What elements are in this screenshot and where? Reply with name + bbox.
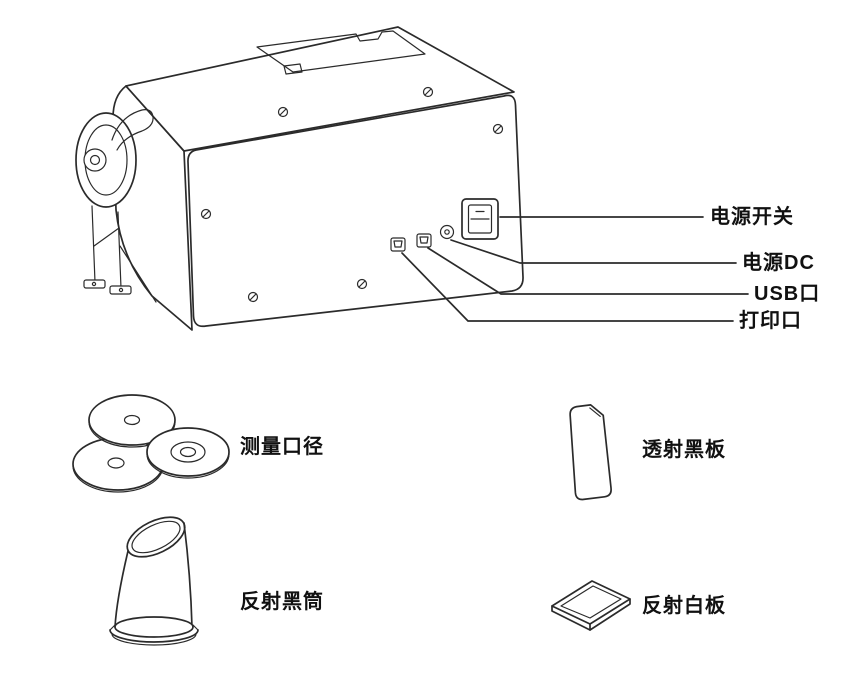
device-rear-face [187,94,524,328]
aperture-disc [146,427,230,479]
label-power-switch: 电源开关 [710,204,794,228]
label-reflection-white-board: 反射白板 [642,593,726,617]
power-switch [461,198,499,240]
label-transmission-black-board: 透射黑板 [642,437,726,461]
dc-power-jack [439,224,455,240]
accessory-reflection-black-tube [109,515,199,646]
accessory-aperture-discs [72,394,230,493]
accessory-transmission-black-board [569,404,612,501]
label-print-port: 打印口 [739,308,802,332]
screw-icon [356,278,368,290]
leader-line-power-dc [450,239,737,264]
screws [200,86,504,303]
filter-wheel-bracket [75,109,157,303]
aperture-disc [88,394,176,448]
screw-icon [277,106,289,118]
leader-line-print-port [401,252,734,322]
printer-port [390,237,406,252]
callouts: 电源开关 电源DC USB口 打印口 [401,204,820,332]
accessory-reflection-white-board [551,580,631,631]
device-illustration [75,26,524,331]
label-usb-port: USB口 [754,283,820,305]
screw-icon [492,123,504,135]
device-top-face [125,26,515,152]
screw-icon [247,291,259,303]
screw-icon [200,208,212,220]
usb-port [416,233,432,248]
label-power-dc: 电源DC [742,251,815,274]
device-top-lid [256,30,426,75]
screw-icon [422,86,434,98]
label-aperture: 测量口径 [240,434,324,458]
label-reflection-black-tube: 反射黑筒 [240,589,324,613]
leader-line-usb-port [427,247,749,295]
